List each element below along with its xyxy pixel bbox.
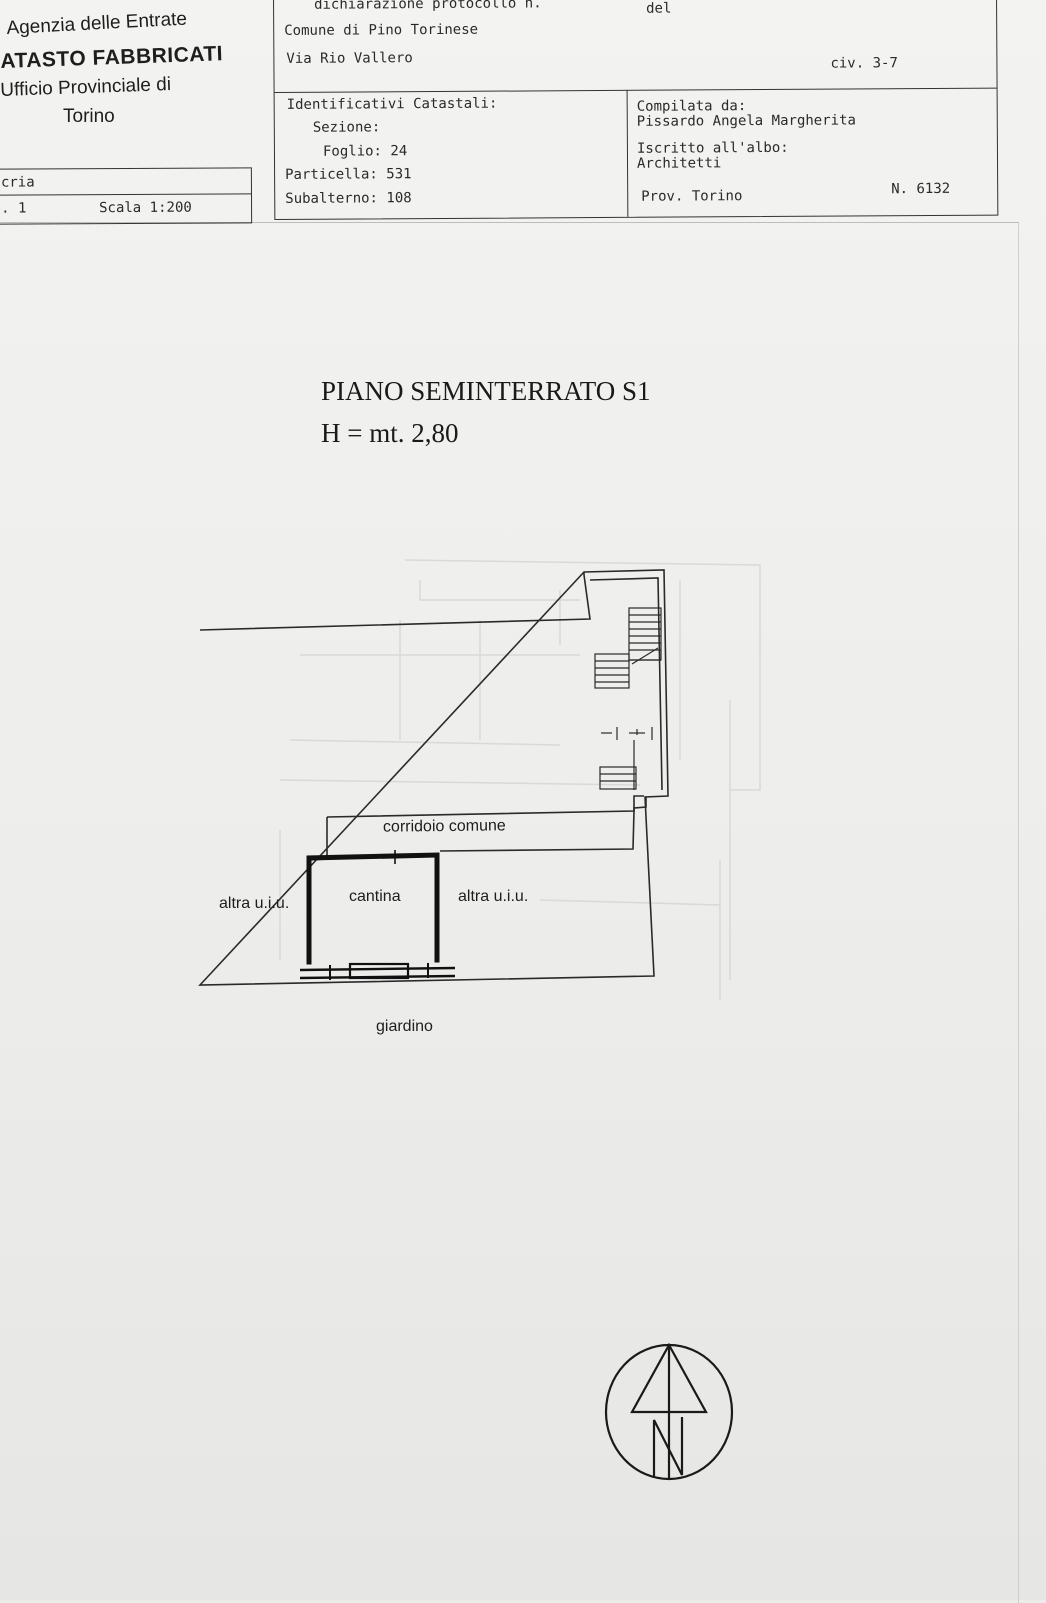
floor-title: PIANO SEMINTERRATO S1 [321, 376, 651, 406]
staircase [594, 607, 662, 790]
label-altra-uiu-left: altra u.i.u. [219, 895, 290, 912]
stair-flight-middle [594, 653, 630, 689]
label-altra-uiu-right: altra u.i.u. [458, 888, 529, 905]
cantina-walls [306, 852, 440, 965]
label-giardino: giardino [376, 1018, 433, 1035]
office-city: Torino [63, 106, 115, 127]
plan-outline [198, 569, 669, 986]
stair-flight-lower [599, 766, 637, 790]
label-corridoio: corridoio comune [382, 817, 506, 836]
stair-flight-upper [628, 607, 662, 661]
sheet-edge [0, 222, 1019, 1603]
floor-height: H = mt. 2,80 [321, 418, 459, 448]
north-arrow-icon [604, 1342, 734, 1481]
bleed-through [279, 559, 761, 1000]
label-cantina: cantina [349, 888, 401, 905]
cantina-window [299, 962, 456, 980]
